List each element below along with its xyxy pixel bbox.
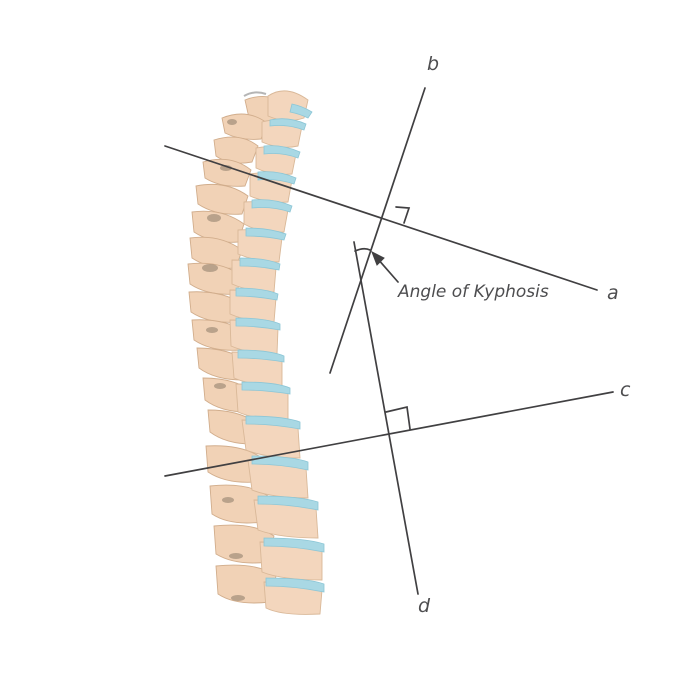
angle-arc bbox=[354, 247, 371, 252]
label-c: c bbox=[620, 379, 631, 401]
angle-annotation: Angle of Kyphosis bbox=[397, 282, 549, 302]
label-d: d bbox=[418, 595, 431, 617]
spinous-processes bbox=[187, 96, 284, 604]
intervertebral-discs bbox=[235, 103, 325, 593]
label-a: a bbox=[607, 282, 619, 304]
spine-illustration bbox=[187, 90, 325, 615]
label-b: b bbox=[427, 53, 439, 75]
arrow-icon bbox=[371, 250, 399, 283]
top-fragment bbox=[243, 91, 267, 97]
line-d bbox=[353, 241, 419, 595]
right-angle-marker-top bbox=[395, 206, 411, 224]
right-angle-marker-bottom bbox=[385, 405, 411, 430]
construction-lines bbox=[164, 87, 614, 595]
line-b bbox=[329, 87, 426, 374]
